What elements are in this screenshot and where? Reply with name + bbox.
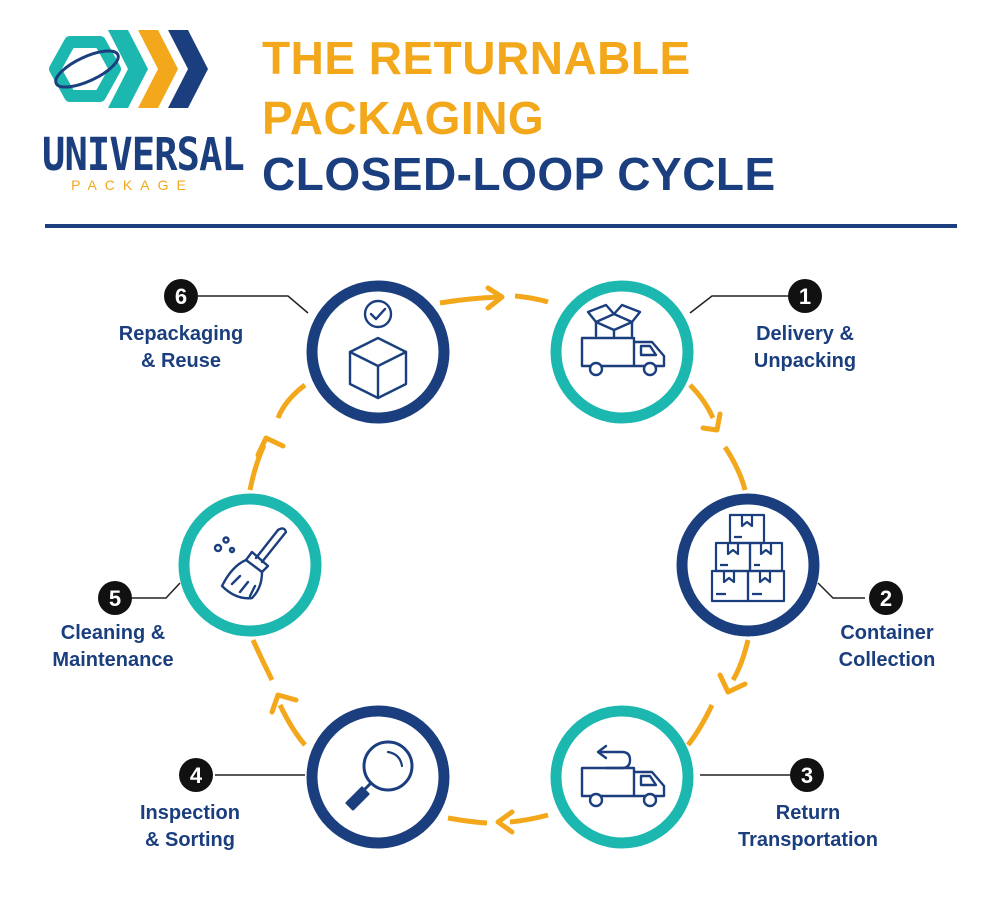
stacked-boxes-icon: [710, 513, 786, 603]
step-3-label-line-1: Return: [775, 802, 841, 824]
step-1-label-line-2: Unpacking: [753, 350, 857, 372]
arrow-3-to-4: [495, 809, 515, 835]
step-2-node: 2: [676, 493, 903, 637]
broom-icon: [213, 527, 288, 600]
step-5-number: 5: [109, 586, 121, 611]
step-4-node: 4: [179, 705, 450, 849]
logo-tagline: PACKAGE: [71, 177, 194, 193]
step-6-node: 6: [164, 279, 450, 424]
step-1-label-line-1: Delivery &: [756, 323, 854, 345]
arrow-6-to-1: [485, 285, 505, 311]
leader-lines: [132, 295, 865, 776]
step-4-label: Inspection & Sorting: [95, 800, 285, 854]
step-4-number: 4: [190, 763, 203, 788]
title-line-2: PACKAGING: [262, 92, 545, 144]
step-1-label: Delivery & Unpacking: [710, 321, 900, 375]
step-5-label: Cleaning & Maintenance: [18, 620, 208, 674]
header-divider: [45, 224, 957, 228]
step-2-number: 2: [880, 586, 892, 611]
step-2-label-line-2: Collection: [838, 649, 936, 671]
step-3-label-line-2: Transportation: [737, 829, 878, 851]
step-5-label-line-2: Maintenance: [52, 649, 174, 671]
step-3-node: 3: [550, 705, 824, 849]
step-2-label-line-1: Container: [840, 622, 934, 644]
delivery-truck-open-box-icon: [580, 303, 666, 377]
box-checkmark-icon: [348, 299, 408, 400]
title-line-1: THE RETURNABLE: [262, 32, 691, 84]
cycle-arrowheads: [255, 285, 748, 835]
step-5-node: 5: [98, 493, 322, 637]
magnifying-glass-icon: [345, 740, 414, 811]
step-3-number: 3: [801, 763, 813, 788]
step-1-number: 1: [799, 284, 811, 309]
step-1-node: 1: [550, 279, 822, 424]
return-truck-icon: [580, 744, 666, 808]
arrow-4-to-5: [269, 692, 299, 715]
step-6-label-line-2: & Reuse: [140, 350, 222, 372]
step-6-label: Repackaging & Reuse: [86, 321, 276, 375]
arrow-2-to-3: [717, 672, 748, 695]
step-4-label-line-1: Inspection: [139, 802, 240, 824]
step-2-label: Container Collection: [792, 620, 982, 674]
step-5-label-line-1: Cleaning &: [60, 622, 166, 644]
arrow-1-to-2: [700, 411, 723, 433]
step-6-number: 6: [175, 284, 187, 309]
step-4-label-line-2: & Sorting: [145, 829, 235, 851]
step-6-label-line-1: Repackaging: [118, 323, 244, 345]
cycle-ring: [247, 293, 751, 826]
step-3-label: Return Transportation: [713, 800, 903, 854]
arrow-5-to-6: [255, 435, 286, 458]
universal-package-logo: [49, 30, 208, 108]
title-line-3: CLOSED-LOOP CYCLE: [262, 148, 776, 200]
